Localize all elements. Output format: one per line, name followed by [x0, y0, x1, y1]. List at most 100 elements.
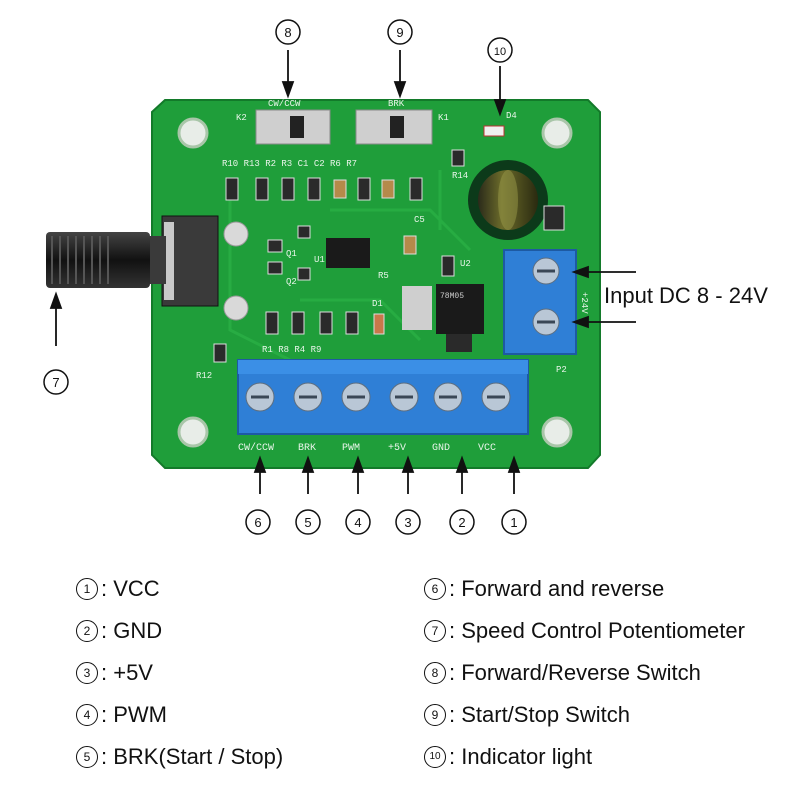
callout-2-circle — [449, 509, 475, 535]
silk-r14: R14 — [452, 171, 468, 181]
terminal-label-cw-ccw: CW/CCW — [238, 442, 274, 454]
smd-mid — [267, 205, 565, 281]
callout-4-number: 4 — [354, 515, 361, 530]
silk-24v: +24V — [579, 292, 589, 314]
legend-number: 9 — [424, 704, 446, 726]
silk-u2: U2 — [460, 259, 471, 269]
screw-cw-ccw[interactable] — [245, 382, 275, 412]
screw-5v[interactable] — [389, 382, 419, 412]
legend-number: 1 — [76, 578, 98, 600]
legend-item-indicator: 10 : Indicator light — [424, 736, 745, 778]
regulator — [402, 284, 484, 352]
legend-item-pwm: 4 : PWM — [76, 694, 283, 736]
silk-r5: R5 — [378, 271, 389, 281]
potentiometer-knob[interactable] — [46, 232, 150, 288]
screw-brk[interactable] — [293, 382, 323, 412]
legend-number: 2 — [76, 620, 98, 642]
legend-item-gnd: 2 : GND — [76, 610, 283, 652]
silk-q2: Q2 — [286, 277, 297, 287]
legend-item-fr-switch: 8 : Forward/Reverse Switch — [424, 652, 745, 694]
switch-k2 — [255, 109, 331, 145]
legend-item-potentiometer: 7 : Speed Control Potentiometer — [424, 610, 745, 652]
silk-k2: K2 — [236, 113, 247, 123]
callout-7-number: 7 — [52, 375, 59, 390]
potentiometer — [46, 215, 249, 321]
power-terminal-block — [503, 249, 577, 355]
legend-number: 10 — [424, 746, 446, 768]
legend-number: 3 — [76, 662, 98, 684]
callout-10-circle — [487, 37, 513, 63]
silk-d1: D1 — [372, 299, 383, 309]
legend-right: 6 : Forward and reverse 7 : Speed Contro… — [424, 568, 745, 778]
callout-10-number: 10 — [494, 46, 506, 58]
callout-1-circle — [501, 509, 527, 535]
legend-item-start-stop: 9 : Start/Stop Switch — [424, 694, 745, 736]
legend-number: 7 — [424, 620, 446, 642]
mounting-holes — [177, 117, 573, 448]
callout-2-number: 2 — [458, 515, 465, 530]
callout-3-circle — [395, 509, 421, 535]
callout-6-circle — [245, 509, 271, 535]
screw-gnd[interactable] — [433, 382, 463, 412]
callout-arrows — [49, 50, 636, 494]
terminal-label-5v: +5V — [388, 443, 406, 454]
legend-number: 4 — [76, 704, 98, 726]
callout-3-number: 3 — [404, 515, 411, 530]
silk-u1: U1 — [314, 255, 325, 265]
legend-text: : Speed Control Potentiometer — [449, 618, 745, 643]
silk-regulator: 78M05 — [440, 292, 464, 301]
legend-text: : Indicator light — [449, 744, 593, 769]
silk-row-bottom: R1 R8 R4 R9 — [262, 345, 321, 355]
legend-text: : Forward and reverse — [449, 576, 665, 601]
legend-number: 8 — [424, 662, 446, 684]
legend-text: : GND — [101, 618, 163, 643]
callout-6-number: 6 — [254, 515, 261, 530]
silk-k1: K1 — [438, 113, 449, 123]
legend-number: 5 — [76, 746, 98, 768]
terminal-label-gnd: GND — [432, 443, 450, 454]
callout-9-circle — [387, 19, 413, 45]
silk-brk-switch: BRK — [388, 99, 405, 109]
legend-text: : PWM — [101, 702, 167, 727]
callout-1-number: 1 — [510, 515, 517, 530]
callout-8-circle — [275, 19, 301, 45]
board-diagram: K2 CW/CCW BRK K1 D4 R10 R13 R2 R3 C1 C2 … — [43, 19, 636, 535]
switch-k1 — [355, 109, 433, 145]
callout-7-circle — [43, 369, 69, 395]
legend-text: : +5V — [101, 660, 153, 685]
legend-text: : Start/Stop Switch — [449, 702, 630, 727]
terminal-label-pwm: PWM — [342, 443, 360, 454]
legend-item-forward-reverse: 6 : Forward and reverse — [424, 568, 745, 610]
legend-item-vcc: 1 : VCC — [76, 568, 283, 610]
terminal-screws — [245, 382, 511, 412]
callout-4-circle — [345, 509, 371, 535]
callout-5-circle — [295, 509, 321, 535]
legend-number: 6 — [424, 578, 446, 600]
terminal-label-vcc: VCC — [478, 443, 496, 454]
silk-p2: P2 — [556, 365, 567, 375]
callout-9-number: 9 — [396, 25, 403, 40]
legend-item-brk: 5 : BRK(Start / Stop) — [76, 736, 283, 778]
capacitor — [468, 160, 548, 240]
smd-row-top — [225, 149, 465, 201]
main-terminal-block — [237, 359, 529, 435]
silk-row-top: R10 R13 R2 R3 C1 C2 R6 R7 — [222, 159, 357, 169]
legend-left: 1 : VCC 2 : GND 3 : +5V 4 : PWM 5 : BRK(… — [76, 568, 283, 778]
screw-vcc[interactable] — [481, 382, 511, 412]
led-d4 — [483, 125, 505, 137]
input-voltage-label: Input DC 8 - 24V — [604, 283, 768, 308]
legend-item-5v: 3 : +5V — [76, 652, 283, 694]
silk-c5: C5 — [414, 215, 425, 225]
smd-row-bottom — [213, 311, 385, 363]
legend-text: : Forward/Reverse Switch — [449, 660, 701, 685]
chip-u1 — [326, 238, 370, 268]
callout-8-number: 8 — [284, 25, 291, 40]
silk-d4: D4 — [506, 111, 517, 121]
terminal-label-brk: BRK — [298, 443, 316, 454]
legend-text: : BRK(Start / Stop) — [101, 744, 284, 769]
callout-5-number: 5 — [304, 515, 311, 530]
silk-q1: Q1 — [286, 249, 297, 259]
legend-text: : VCC — [101, 576, 160, 601]
screw-pwm[interactable] — [341, 382, 371, 412]
silk-cw-ccw: CW/CCW — [268, 99, 301, 109]
